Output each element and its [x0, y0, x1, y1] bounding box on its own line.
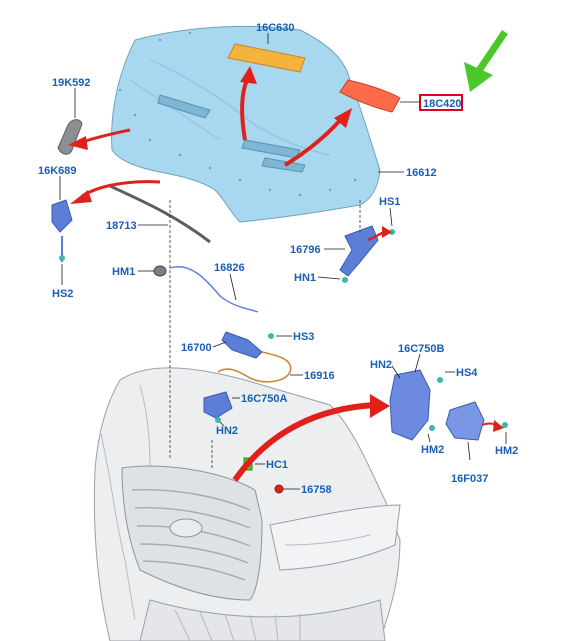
label-16f037: 16F037	[451, 473, 488, 485]
prop-clip-19k592	[57, 119, 83, 155]
bracket-16f037	[445, 401, 485, 441]
label-16612: 16612	[406, 167, 437, 179]
label-16796: 16796	[290, 244, 321, 256]
label-18713: 18713	[106, 220, 137, 232]
latch-cable-16916	[217, 351, 292, 383]
dashed-guides	[169, 200, 361, 470]
leader-lines	[59, 33, 507, 490]
label-16700: 16700	[181, 342, 212, 354]
label-hn1: HN1	[294, 272, 316, 284]
label-hm2-mid: HM2	[421, 444, 444, 456]
label-16758: 16758	[301, 484, 332, 496]
weatherstrip-18713	[109, 184, 211, 244]
label-16k689: 16K689	[38, 165, 77, 177]
part-labels: 16C630 18C420 19K592 16K689 HS2 16612 18…	[38, 22, 518, 496]
label-hn2-right: HN2	[370, 359, 392, 371]
label-hs4: HS4	[456, 367, 478, 379]
seal-clip-16k689	[51, 199, 73, 233]
label-16916: 16916	[304, 370, 335, 382]
hood-panel	[111, 25, 381, 223]
support-bracket-16c750b	[389, 369, 431, 441]
label-hn2-left: HN2	[216, 425, 238, 437]
front-bumper-assembly	[93, 367, 401, 641]
label-16826: 16826	[214, 262, 245, 274]
callout-arrows	[68, 66, 504, 482]
label-hm2-right: HM2	[495, 445, 518, 457]
label-16c750a: 16C750A	[241, 393, 288, 405]
label-18c420: 18C420	[423, 98, 462, 110]
label-hc1: HC1	[266, 459, 288, 471]
label-16c750b: 16C750B	[398, 343, 445, 355]
label-16c630: 16C630	[256, 22, 295, 34]
label-hm1: HM1	[112, 266, 135, 278]
green-pointer-arrow	[464, 30, 508, 92]
hinge-16796	[339, 225, 379, 277]
grommet-hm1	[153, 265, 167, 277]
highlight-box-18c420	[419, 94, 463, 111]
bumper-stop-16758	[274, 484, 284, 494]
hood-latch-16700	[221, 331, 263, 359]
hood-pad-18c420	[339, 79, 401, 113]
label-hs1: HS1	[379, 196, 400, 208]
latch-support-16c750a	[203, 391, 233, 419]
reinforcement-pad-16c630	[227, 43, 306, 73]
release-cable-16826	[169, 266, 259, 313]
label-19k592: 19K592	[52, 77, 91, 89]
label-hs3: HS3	[293, 331, 314, 343]
label-hs2: HS2	[52, 288, 73, 300]
